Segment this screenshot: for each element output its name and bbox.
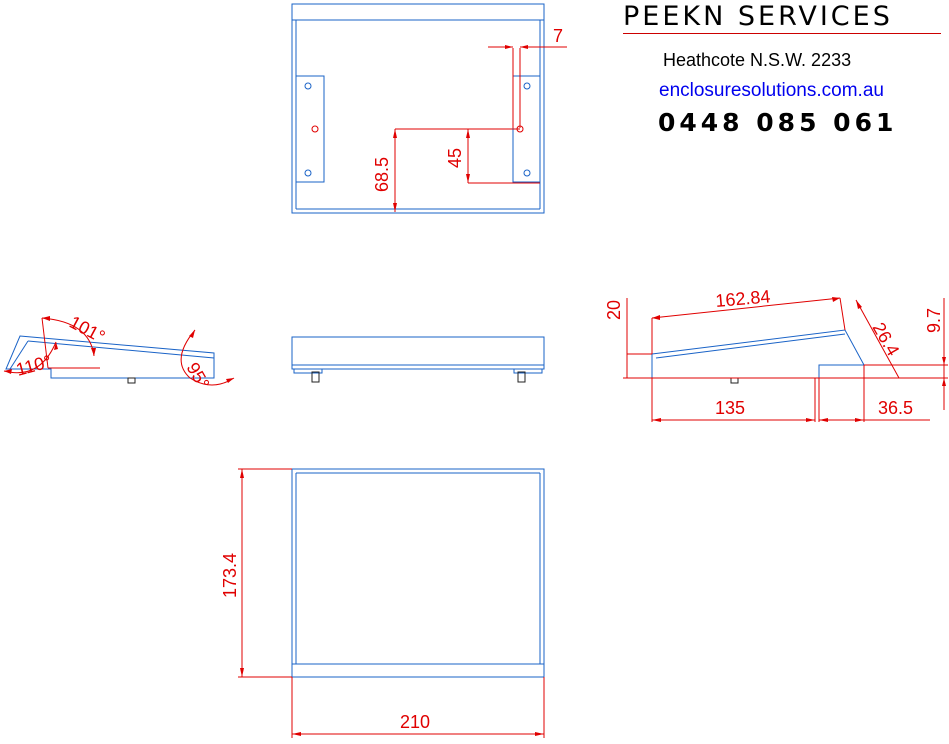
dim-back-height: 9.7 [924, 308, 944, 333]
dim-top-hole-b: 45 [445, 148, 465, 168]
top-view [291, 3, 567, 214]
dim-plan-width: 210 [400, 712, 430, 732]
dim-base-front: 135 [715, 398, 745, 418]
dim-back-bevel: 26.4 [869, 319, 904, 359]
dim-angle-c: 95° [183, 359, 214, 393]
front-view [291, 336, 545, 383]
dim-front-height: 20 [604, 300, 624, 320]
dim-slope-length: 162.84 [715, 286, 772, 311]
dim-angle-b: 110° [14, 351, 54, 380]
side-view-angles [3, 316, 235, 386]
company-address: Heathcote N.S.W. 2233 [663, 50, 852, 70]
dim-plan-depth: 173.4 [220, 553, 240, 598]
company-phone: 0448 085 061 [658, 108, 898, 137]
dim-base-back: 36.5 [878, 398, 913, 418]
side-view-dimensions [623, 297, 948, 422]
company-underline [623, 33, 941, 34]
dim-top-hole-a: 68.5 [372, 157, 392, 192]
dim-top-offset: 7 [553, 26, 563, 46]
company-website[interactable]: enclosuresolutions.com.au [659, 80, 884, 101]
plan-view [238, 468, 545, 738]
company-name: PEEKN SERVICES [623, 1, 893, 32]
